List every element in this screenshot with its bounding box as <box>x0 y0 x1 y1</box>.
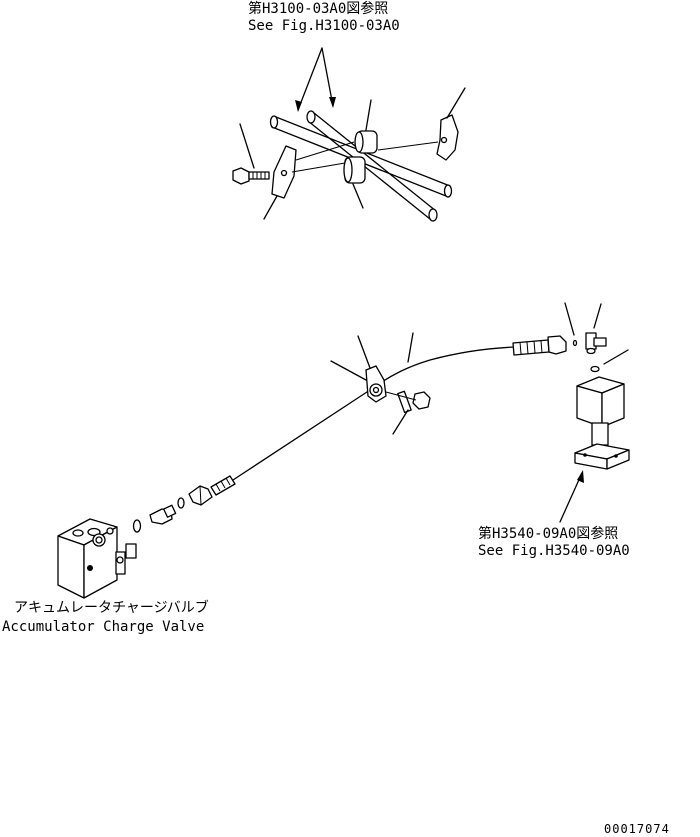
valve-label-en: Accumulator Charge Valve <box>2 619 205 635</box>
adapter-fitting <box>132 497 185 533</box>
top-reference-label-en: See Fig.H3100-03A0 <box>248 18 400 34</box>
hose-clamp-bolt <box>397 390 431 414</box>
hose-end-fitting-upper <box>512 335 567 356</box>
accumulator-charge-valve <box>57 518 137 599</box>
elbow-fitting <box>572 332 607 355</box>
bottom-reference-label-jp: 第H3540-09A0図参照 <box>478 526 619 542</box>
drawing-number: 00017074 <box>604 822 670 836</box>
grommet-lower <box>343 156 366 184</box>
top-reference-arrows <box>295 47 336 112</box>
clamp-right <box>436 114 459 161</box>
top-reference-label-jp: 第H3100-03A0図参照 <box>248 1 389 17</box>
hose-clamp <box>365 365 387 403</box>
tube-lower <box>306 110 438 222</box>
accumulator <box>574 365 630 470</box>
grommet-upper <box>354 130 378 154</box>
valve-label-jp: アキュムレータチャージバルブ <box>14 600 209 616</box>
hose-end-fitting-lower <box>188 475 236 506</box>
bottom-reference-arrow <box>559 470 584 523</box>
bottom-leader-lines <box>330 302 629 435</box>
clamp-left <box>271 145 297 199</box>
top-tube-assembly <box>232 47 466 222</box>
top-leader-lines <box>239 87 466 220</box>
bottom-reference-label-en: See Fig.H3540-09A0 <box>478 543 630 559</box>
clamp-bolt <box>232 167 270 185</box>
